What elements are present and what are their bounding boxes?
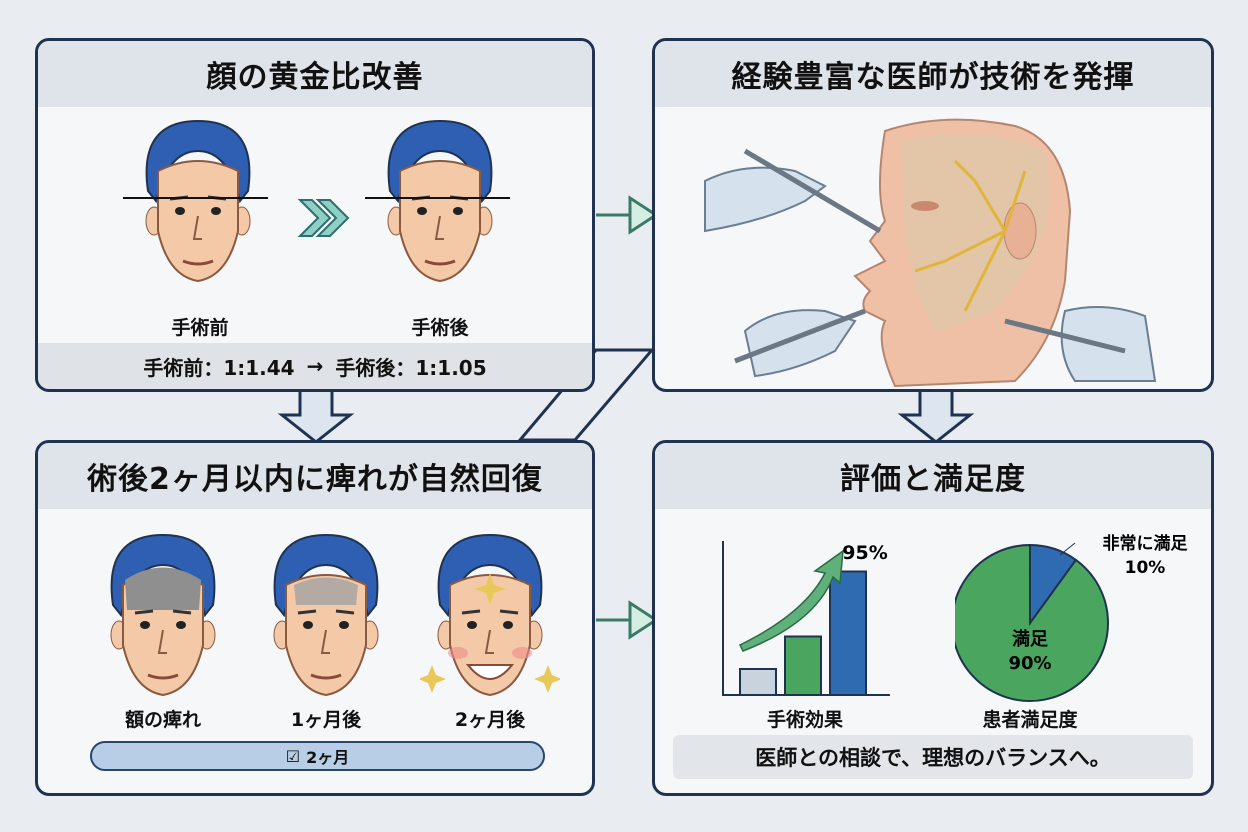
chart-axes (722, 541, 890, 696)
ratio-band: 手術前：1:1.44 → 手術後：1:1.05 (38, 343, 592, 389)
recovery-panel: 術後2ヶ月以内に痺れが自然回復 額の痺れ 1ヶ月後 2ヶ月後 ☑ 2ヶ月 (35, 440, 595, 796)
stage-label: 1ヶ月後 (290, 709, 362, 731)
arrow-right-bottom (596, 600, 659, 640)
probe-right (1004, 318, 1126, 354)
face-one-month (256, 525, 396, 709)
surgery-illustration (704, 118, 1157, 388)
checkbox-icon: ☑ (285, 746, 301, 766)
face-icon (110, 533, 216, 697)
pie-label-satisfied: 満足 (1012, 628, 1048, 650)
panel-title: 術後2ヶ月以内に痺れが自然回復 (38, 443, 592, 509)
bar-value-label: 95% (842, 542, 887, 564)
face-numb (93, 525, 233, 709)
face-icon (418, 533, 562, 697)
bar-2 (784, 635, 822, 696)
scalpel-top (743, 148, 882, 234)
pie-label-very: 非常に満足 (1103, 533, 1188, 554)
timeline-bar: ☑ 2ヶ月 (90, 741, 545, 771)
gloved-hand-right (1060, 306, 1157, 382)
nerve-lines (914, 159, 1027, 312)
before-label: 手術前 (171, 317, 229, 339)
arrow-down-right (897, 392, 975, 444)
face-icon (145, 119, 251, 283)
skull-icon (900, 133, 1050, 331)
consultation-message: 医師との相談で、理想のバランスへ。 (673, 735, 1193, 779)
ear-icon (1003, 202, 1037, 260)
gloved-hand-top (704, 166, 827, 233)
pie-slice-1 (1029, 543, 1078, 627)
stage-label: 額の痺れ (124, 709, 201, 731)
closed-eye (911, 201, 939, 211)
face-icon (273, 533, 379, 697)
bar-1 (739, 668, 777, 696)
chevron-right-icon (297, 199, 350, 237)
pie-chart: 満足 90% 非常に満足 10% (955, 533, 1188, 702)
bar-3 (829, 570, 867, 696)
face-before (128, 111, 268, 295)
pie-slice-2 (955, 543, 1109, 702)
scalpel-bottom (734, 308, 866, 364)
face-two-months (418, 525, 562, 709)
face-icon (387, 119, 493, 283)
ratio-line-before (123, 197, 268, 199)
after-label: 手術後 (411, 317, 469, 339)
pie-caption: 患者満足度 (982, 709, 1078, 731)
golden-ratio-panel: 顔の黄金比改善 手術前 手術後 手術前：1:1.44 → 手術後：1:1.05 (35, 38, 595, 392)
bar-caption: 手術効果 (766, 709, 843, 731)
pie-value-very: 10% (1125, 558, 1166, 578)
face-after (370, 111, 510, 295)
timeline-label: 2ヶ月 (306, 748, 350, 767)
leader-line (1059, 542, 1076, 556)
panel-title: 評価と満足度 (655, 443, 1211, 509)
ratio-after: 手術後：1:1.05 (335, 355, 487, 380)
pie-value-satisfied: 90% (1008, 653, 1051, 674)
stage-label: 2ヶ月後 (454, 709, 526, 731)
ratio-line-after (365, 197, 510, 199)
arrow-down-left (277, 392, 355, 444)
panel-title: 顔の黄金比改善 (38, 41, 592, 107)
ratio-before: 手術前：1:1.44 (143, 355, 295, 380)
panel-title: 経験豊富な医師が技術を発揮 (655, 41, 1211, 107)
bar-chart: 95% (722, 541, 890, 696)
arrow-icon: → (306, 354, 324, 378)
evaluation-panel: 評価と満足度 95% 手術効果 満足 90% 非常に満足 10% 患者満足度 医… (652, 440, 1214, 796)
arrow-right-top (596, 195, 659, 235)
surgeon-panel: 経験豊富な医師が技術を発揮 (652, 38, 1214, 392)
trend-arrow-icon (738, 549, 844, 652)
